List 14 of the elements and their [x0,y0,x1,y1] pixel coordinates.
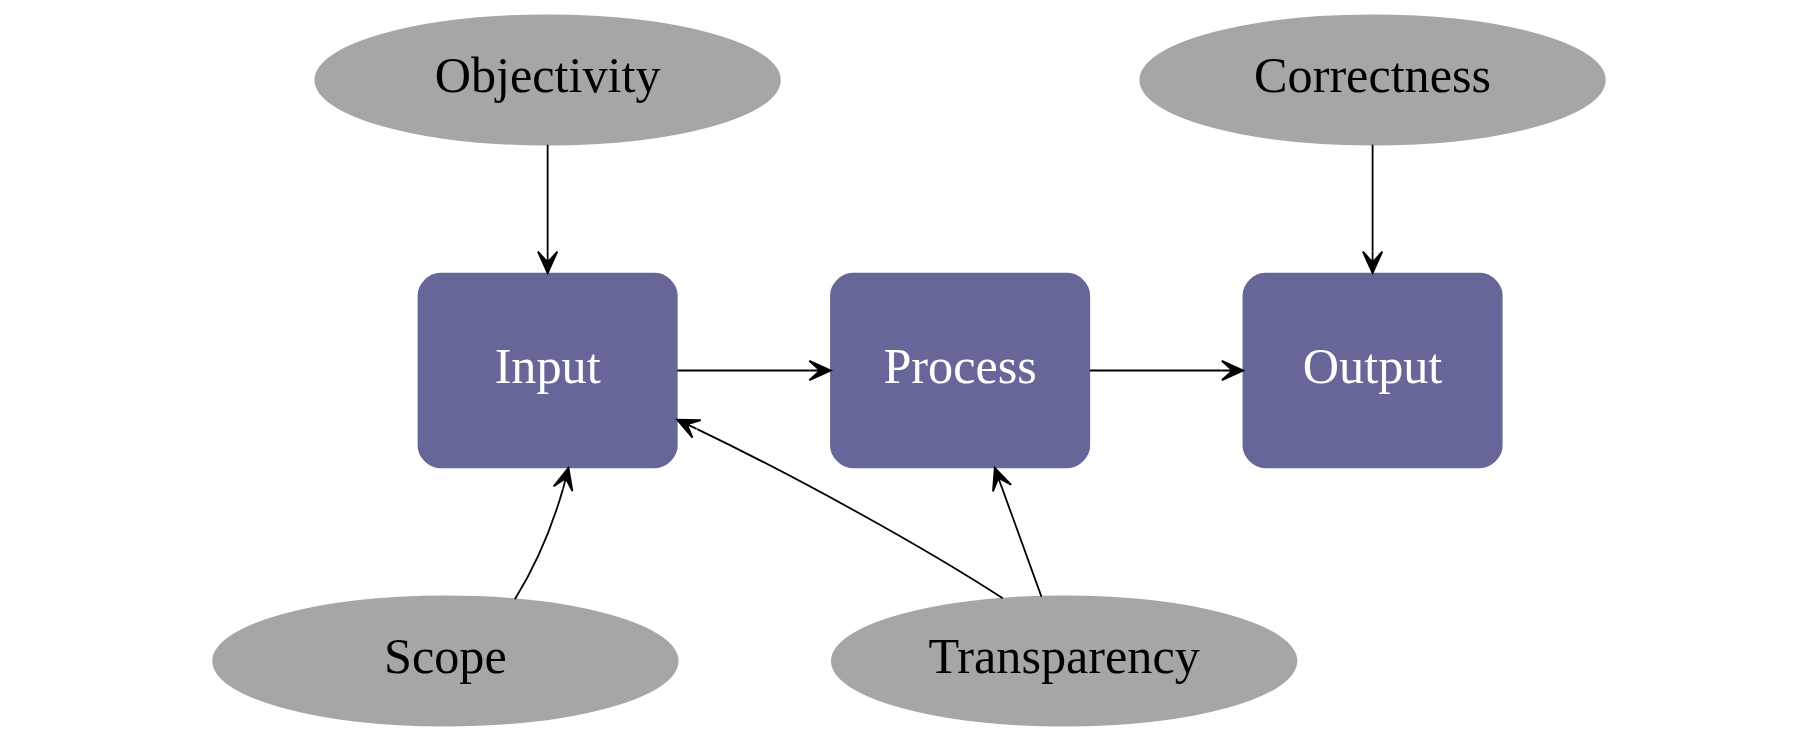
arrow [675,359,832,382]
node-box: Process [829,272,1090,469]
node-box: Output [1242,272,1503,469]
node-ellipse: Scope [211,595,679,727]
arrow [675,418,1004,600]
node-ellipse: Transparency [830,595,1297,727]
arrow [536,143,558,275]
arrow [513,466,573,601]
node-ellipse: Correctness [1138,14,1606,146]
node-box: Input [417,272,678,469]
arrow [1361,143,1383,275]
arrow [1088,359,1244,382]
arrow [991,466,1042,598]
node-ellipse: Objectivity [314,14,781,146]
